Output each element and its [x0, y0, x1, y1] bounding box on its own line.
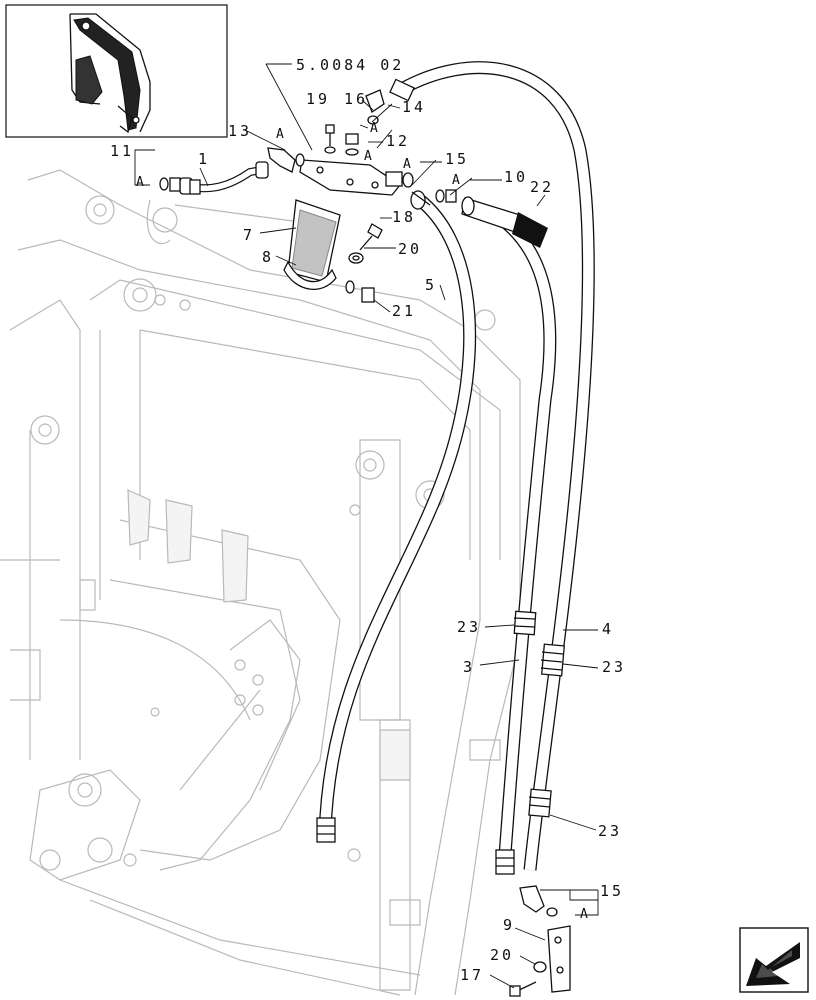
fitting-12	[345, 133, 359, 156]
hose-fitting-22	[461, 196, 548, 248]
label-21: 21	[392, 302, 416, 320]
label-22: 22	[530, 178, 554, 196]
bolt-18	[359, 223, 383, 251]
fitting-10	[435, 189, 457, 203]
label-17: 17	[460, 966, 484, 984]
detail-marker-a: A	[580, 907, 588, 922]
label-19: 19	[306, 90, 330, 108]
hose-3	[316, 194, 477, 843]
label-11: 11	[110, 142, 134, 160]
hose-sleeve-23	[513, 610, 565, 818]
label-5: 5	[425, 276, 437, 294]
elbow-fitting-15-bottom	[519, 885, 558, 917]
fitting-15	[385, 171, 414, 188]
valve-block	[299, 159, 401, 196]
label-18: 18	[392, 208, 416, 226]
label-23-b: 23	[602, 658, 626, 676]
fitting-11	[159, 177, 201, 195]
label-20-top: 20	[398, 240, 422, 258]
label-20-bottom: 20	[490, 946, 514, 964]
label-7: 7	[243, 226, 255, 244]
bolt-17	[509, 981, 537, 997]
label-14: 14	[402, 98, 426, 116]
label-1: 1	[198, 150, 210, 168]
bolt-19	[324, 124, 336, 154]
plug-21	[345, 280, 375, 303]
hose-clamp-bracket	[283, 199, 341, 290]
label-12: 12	[386, 132, 410, 150]
detail-marker-a: A	[276, 127, 284, 142]
reference-number: 5.0084 02	[296, 56, 404, 74]
detail-marker-a: A	[370, 121, 378, 136]
detail-marker-a: A	[136, 175, 144, 190]
washer-20-bottom	[533, 961, 547, 973]
label-23-a: 23	[457, 618, 481, 636]
detail-marker-a: A	[364, 149, 372, 164]
leader-lines	[134, 63, 599, 989]
label-15-top: 15	[445, 150, 469, 168]
machine-arm-background	[0, 169, 521, 996]
washer-20	[348, 252, 364, 264]
hose-22	[486, 206, 557, 875]
previous-page-arrow-icon[interactable]	[739, 927, 809, 993]
hose-fitting-3	[410, 190, 431, 210]
label-23-c: 23	[598, 822, 622, 840]
detail-marker-a: A	[403, 157, 411, 172]
detail-marker-a: A	[452, 173, 460, 188]
label-15-bottom: 15	[600, 882, 624, 900]
label-16: 16	[344, 90, 368, 108]
label-3: 3	[463, 658, 475, 676]
part-labels: 5.0084 02 11 1 13 19 16 14 12 15 10 22 7…	[110, 56, 626, 984]
label-4: 4	[602, 620, 614, 638]
label-8: 8	[262, 248, 274, 266]
excavator-arm-thumbnail-icon	[5, 4, 228, 138]
hose-4	[389, 61, 595, 871]
fitting-13-elbow	[267, 147, 305, 173]
label-9: 9	[503, 916, 515, 934]
label-10: 10	[504, 168, 528, 186]
block-9	[547, 925, 571, 993]
label-13: 13	[228, 122, 252, 140]
